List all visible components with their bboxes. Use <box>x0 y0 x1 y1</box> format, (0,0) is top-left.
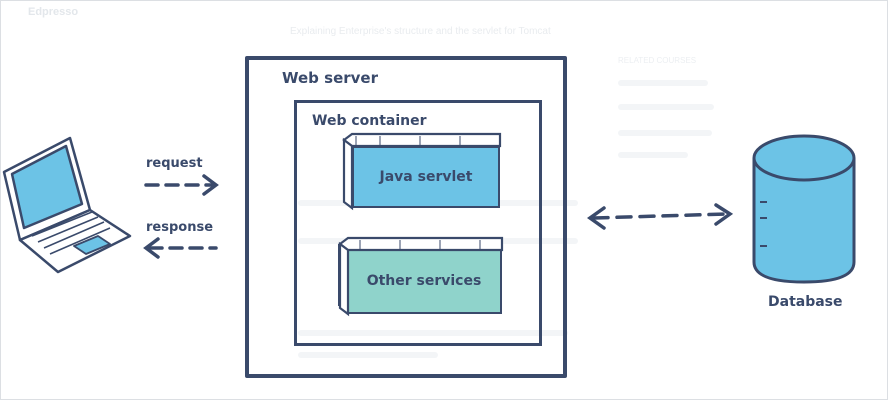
background-heading: Explaining Enterprise's structure and th… <box>290 26 551 37</box>
web-server-box <box>245 56 567 378</box>
request-arrow <box>144 174 219 196</box>
background-line <box>618 80 708 86</box>
database-label: Database <box>768 294 843 310</box>
web-server-label: Web server <box>282 69 378 87</box>
background-logo: Edpresso <box>28 6 79 18</box>
request-label: request <box>146 156 203 171</box>
web-container-box <box>294 100 542 346</box>
database-icon <box>752 134 856 284</box>
java-servlet-top-face <box>342 132 502 211</box>
response-label: response <box>146 220 214 235</box>
database-connection-arrow <box>586 203 734 230</box>
background-side-title: RELATED COURSES <box>618 56 697 65</box>
background-line <box>618 130 712 136</box>
laptop-icon <box>2 136 132 274</box>
background-line <box>618 152 688 158</box>
background-line <box>298 352 438 358</box>
web-container-label: Web container <box>312 113 427 129</box>
other-services-top-face <box>338 236 504 317</box>
background-line <box>298 330 568 336</box>
response-arrow <box>143 237 218 259</box>
java-servlet-label: Java servlet <box>379 169 473 185</box>
background-line <box>618 104 714 110</box>
other-services-label: Other services <box>366 273 482 289</box>
